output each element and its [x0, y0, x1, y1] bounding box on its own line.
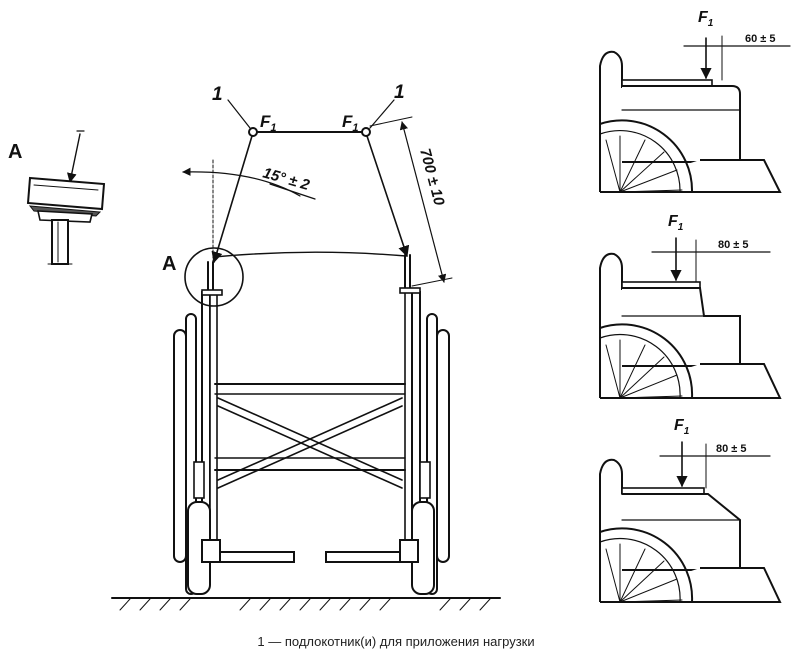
wheelchair-front-view: A 1 1 F1 F1 15° ± 2 700 ± 10 — [111, 82, 501, 611]
side-view-1-wheel — [599, 119, 694, 193]
side-view-2-wheel — [599, 323, 694, 399]
load-point-left — [248, 127, 258, 137]
detail-a-marker: A — [162, 253, 176, 275]
load-point-right — [361, 127, 371, 137]
detail-a-circle — [184, 247, 244, 307]
side-view-3: F1 80 ± 5 — [599, 417, 782, 603]
detail-armrest-pad — [26, 176, 106, 211]
side-view-2: F1 80 ± 5 — [599, 213, 782, 399]
detail-a-label: A — [8, 141, 22, 163]
side-view-2-dimension: 80 ± 5 — [718, 239, 749, 251]
side-view-3-wheel — [599, 527, 694, 603]
detail-a: A — [8, 130, 106, 265]
force-line-left — [211, 135, 253, 264]
length-dimension-line — [399, 121, 447, 283]
side-view-1: F1 60 ± 5 — [599, 9, 791, 193]
detail-force-arrow — [67, 133, 81, 183]
figure-caption: 1 — подлокотник(и) для приложения нагруз… — [257, 634, 535, 649]
force-line-right — [366, 135, 410, 258]
side-view-1-dimension: 60 ± 5 — [745, 33, 776, 45]
side-view-1-force: F1 — [698, 9, 714, 29]
detail-armrest-post — [51, 219, 69, 265]
point-label-left: 1 — [212, 84, 223, 105]
right-footrest — [325, 551, 401, 563]
left-footrest — [219, 551, 295, 563]
side-view-3-force: F1 — [674, 417, 690, 437]
length-label: 700 ± 10 — [416, 147, 448, 208]
cross-brace — [217, 397, 403, 489]
force-label-right: F1 — [342, 112, 359, 134]
right-frame-tube — [404, 291, 413, 555]
side-view-3-dimension: 80 ± 5 — [716, 443, 747, 455]
side-view-2-force: F1 — [668, 213, 684, 233]
point-label-right: 1 — [394, 82, 405, 103]
left-wheel — [173, 329, 187, 563]
force-label-left: F1 — [260, 112, 277, 134]
